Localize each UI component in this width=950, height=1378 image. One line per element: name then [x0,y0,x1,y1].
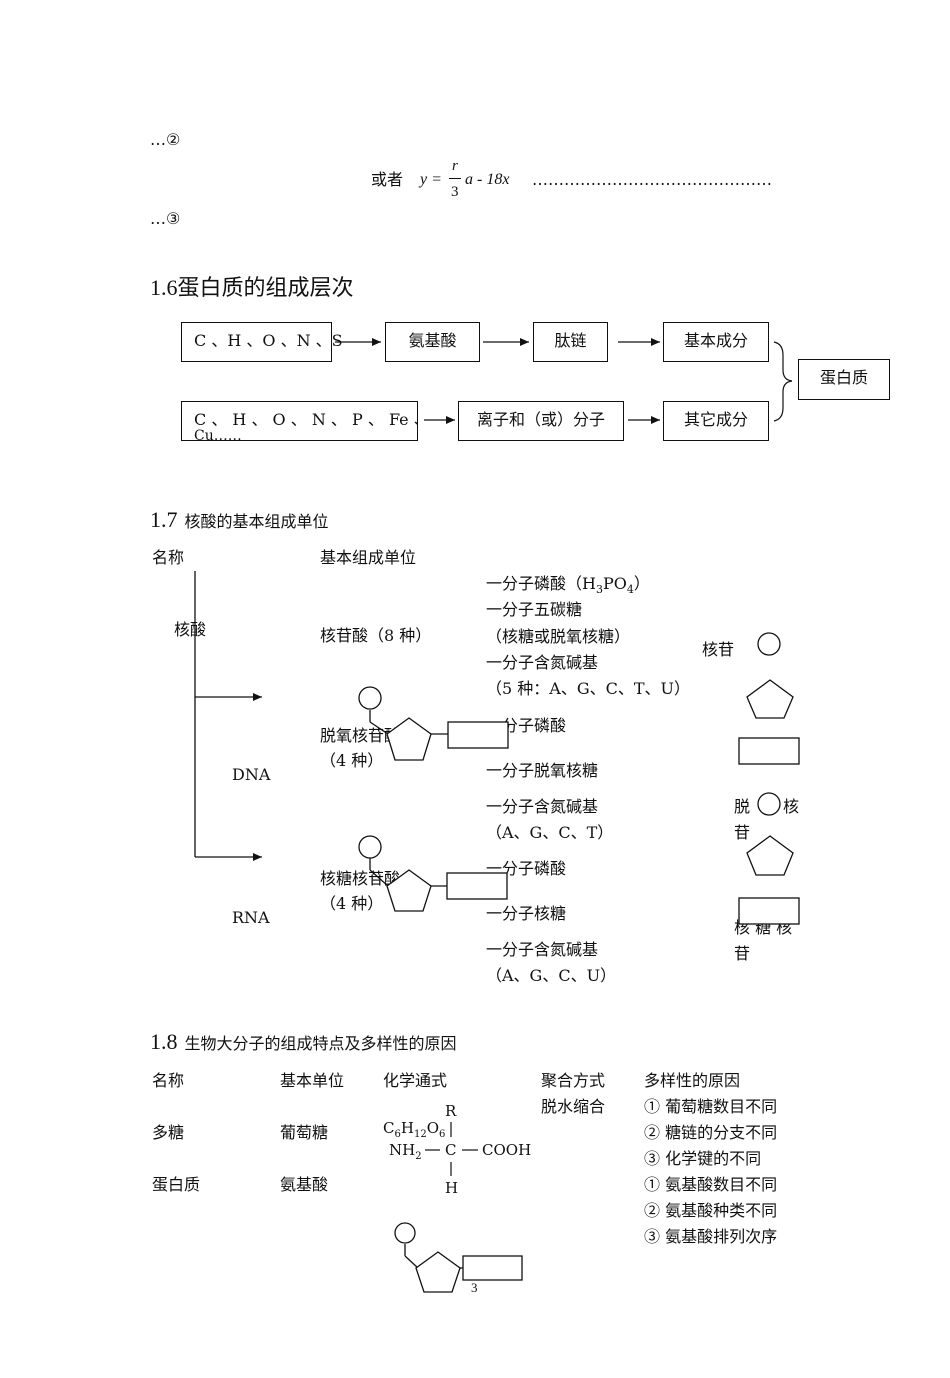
aa-alpha-carbon: C [445,1141,457,1159]
rna-label: RNA [232,908,270,927]
diversity-reason: ① 葡萄糖数目不同 [644,1097,778,1116]
polysaccharide-label: 多糖 [152,1123,185,1142]
section-1-8-heading: 1.8 生物大分子的组成特点及多样性的原因 [150,1029,457,1055]
fraction-bar [449,178,461,179]
phosphate-formula: 一分子磷酸（H3PO4） [486,574,650,600]
text-part: PO [602,574,627,593]
dna-nucleotide-model [358,686,509,761]
subscript: 12 [413,1129,427,1140]
nucleotide-part: （5 种：A、G、C、T、U） [486,679,691,698]
col-unit-label: 基本组成单位 [320,548,417,567]
peptide-box: 肽链 [533,322,608,362]
rna-part: 一分子核糖 [486,904,567,923]
nucleic-acid-label: 核酸 [174,620,207,639]
section-1-6-heading: 1.6蛋白质的组成层次 [150,270,354,302]
amino-acid-label: 氨基酸 [280,1175,329,1194]
ions-box: 离子和（或）分子 [458,401,624,441]
section-number: 1.7 [150,507,178,532]
header-formula: 化学通式 [383,1071,448,1090]
text-part: ） [633,574,650,593]
diversity-reason: ① 氨基酸数目不同 [644,1175,778,1194]
nucleotide-label: 核苷酸（8 种） [320,626,432,645]
amino-acid-bonds [425,1122,478,1176]
basic-component-box: 基本成分 [663,322,769,362]
text-part: H [400,1119,414,1137]
or-label: 或者 [371,170,404,189]
legend-shapes [738,632,800,925]
glucose-formula: C6H12O6 [383,1118,445,1145]
deoxy-label-b: 核 [783,797,800,816]
nucleoside-label: 核苷 [702,640,735,659]
formula-denominator: 3 [451,184,459,200]
formula-dots: ……………………………………… [532,170,772,189]
subscript: 2 [415,1151,422,1162]
glucose-label: 葡萄糖 [280,1123,329,1142]
elements-box-2-line2: Cu…… [194,428,242,441]
dehydration-label: 脱水缩合 [541,1097,606,1116]
header-polymerization: 聚合方式 [541,1071,606,1090]
marker-2: …② [150,130,181,149]
nucleotide-part: 一分子五碳糖 [486,600,583,619]
section-title: 核酸的基本组成单位 [184,512,329,531]
aa-hydrogen: H [445,1179,459,1197]
text-part: 一分子磷酸（H [486,574,596,593]
subscript: 3 [595,583,603,597]
header-diversity: 多样性的原因 [644,1071,741,1090]
section-number: 1.6 [150,275,178,300]
header-unit: 基本单位 [280,1071,345,1090]
dna-label: DNA [232,765,271,784]
section-number: 1.8 [150,1029,178,1054]
dna-part: （A、G、C、T） [486,823,614,842]
section-1-7-heading: 1.7 核酸的基本组成单位 [150,507,329,533]
subscript: 4 [626,583,634,597]
nucleotide-part: （核糖或脱氧核糖） [486,627,631,646]
page-number: 3 [471,1280,478,1295]
aa-r-group: R [445,1102,457,1120]
protein-label: 蛋白质 [152,1175,201,1194]
curly-brace [773,341,793,422]
other-component-box: 其它成分 [663,401,769,441]
protein-box: 蛋白质 [798,359,890,400]
rna-part: （A、G、C、U） [486,966,617,985]
elements-box-2-line1: C 、 H 、 O 、 N 、 P 、 Fe 、 [194,410,418,429]
dna-count-label: （4 种） [320,751,384,770]
diversity-reason: ③ 化学键的不同 [644,1149,762,1168]
elements-box-2: C 、 H 、 O 、 N 、 P 、 Fe 、 Cu…… [181,401,418,441]
rna-nucleotide-model [358,835,508,912]
diversity-reason: ③ 氨基酸排列次序 [644,1227,778,1246]
diversity-reason: ② 糖链的分支不同 [644,1123,778,1142]
section-title: 生物大分子的组成特点及多样性的原因 [184,1034,457,1053]
bottom-nucleotide-model [394,1222,523,1293]
nucleotide-part: 一分子含氮碱基 [486,653,599,672]
dna-part: 一分子含氮碱基 [486,797,599,816]
subscript: 6 [439,1129,446,1140]
diversity-reason: ② 氨基酸种类不同 [644,1201,778,1220]
text-part: C [383,1119,395,1137]
text-part: NH [389,1141,416,1159]
deoxy-label-c: 苷 [734,823,751,842]
aa-carboxyl-group: COOH [482,1141,532,1159]
formula-rest: a - 18x [465,171,510,188]
text-part: O [426,1119,439,1137]
formula-numerator: r [452,158,458,174]
amino-acid-box: 氨基酸 [385,322,480,362]
header-name: 名称 [152,1071,185,1090]
subscript: 6 [394,1129,401,1140]
rna-part: 一分子含氮碱基 [486,940,599,959]
rna-unit-label: 核糖核苷酸 [320,869,401,888]
col-name-label: 名称 [152,548,185,567]
aa-amino-group: NH2 [389,1140,422,1167]
rna-count-label: （4 种） [320,894,384,913]
elements-box-1: C 、H 、O 、N 、S [181,322,343,362]
formula-lhs: y = [420,171,442,188]
marker-3: …③ [150,209,181,228]
ribo-label-line2: 苷 [734,944,751,963]
dna-unit-label: 脱氧核苷酸 [320,726,401,745]
deoxy-label-a: 脱 [734,797,751,816]
section-title: 蛋白质的组成层次 [177,276,354,301]
dna-part: 一分子脱氧核糖 [486,761,599,780]
